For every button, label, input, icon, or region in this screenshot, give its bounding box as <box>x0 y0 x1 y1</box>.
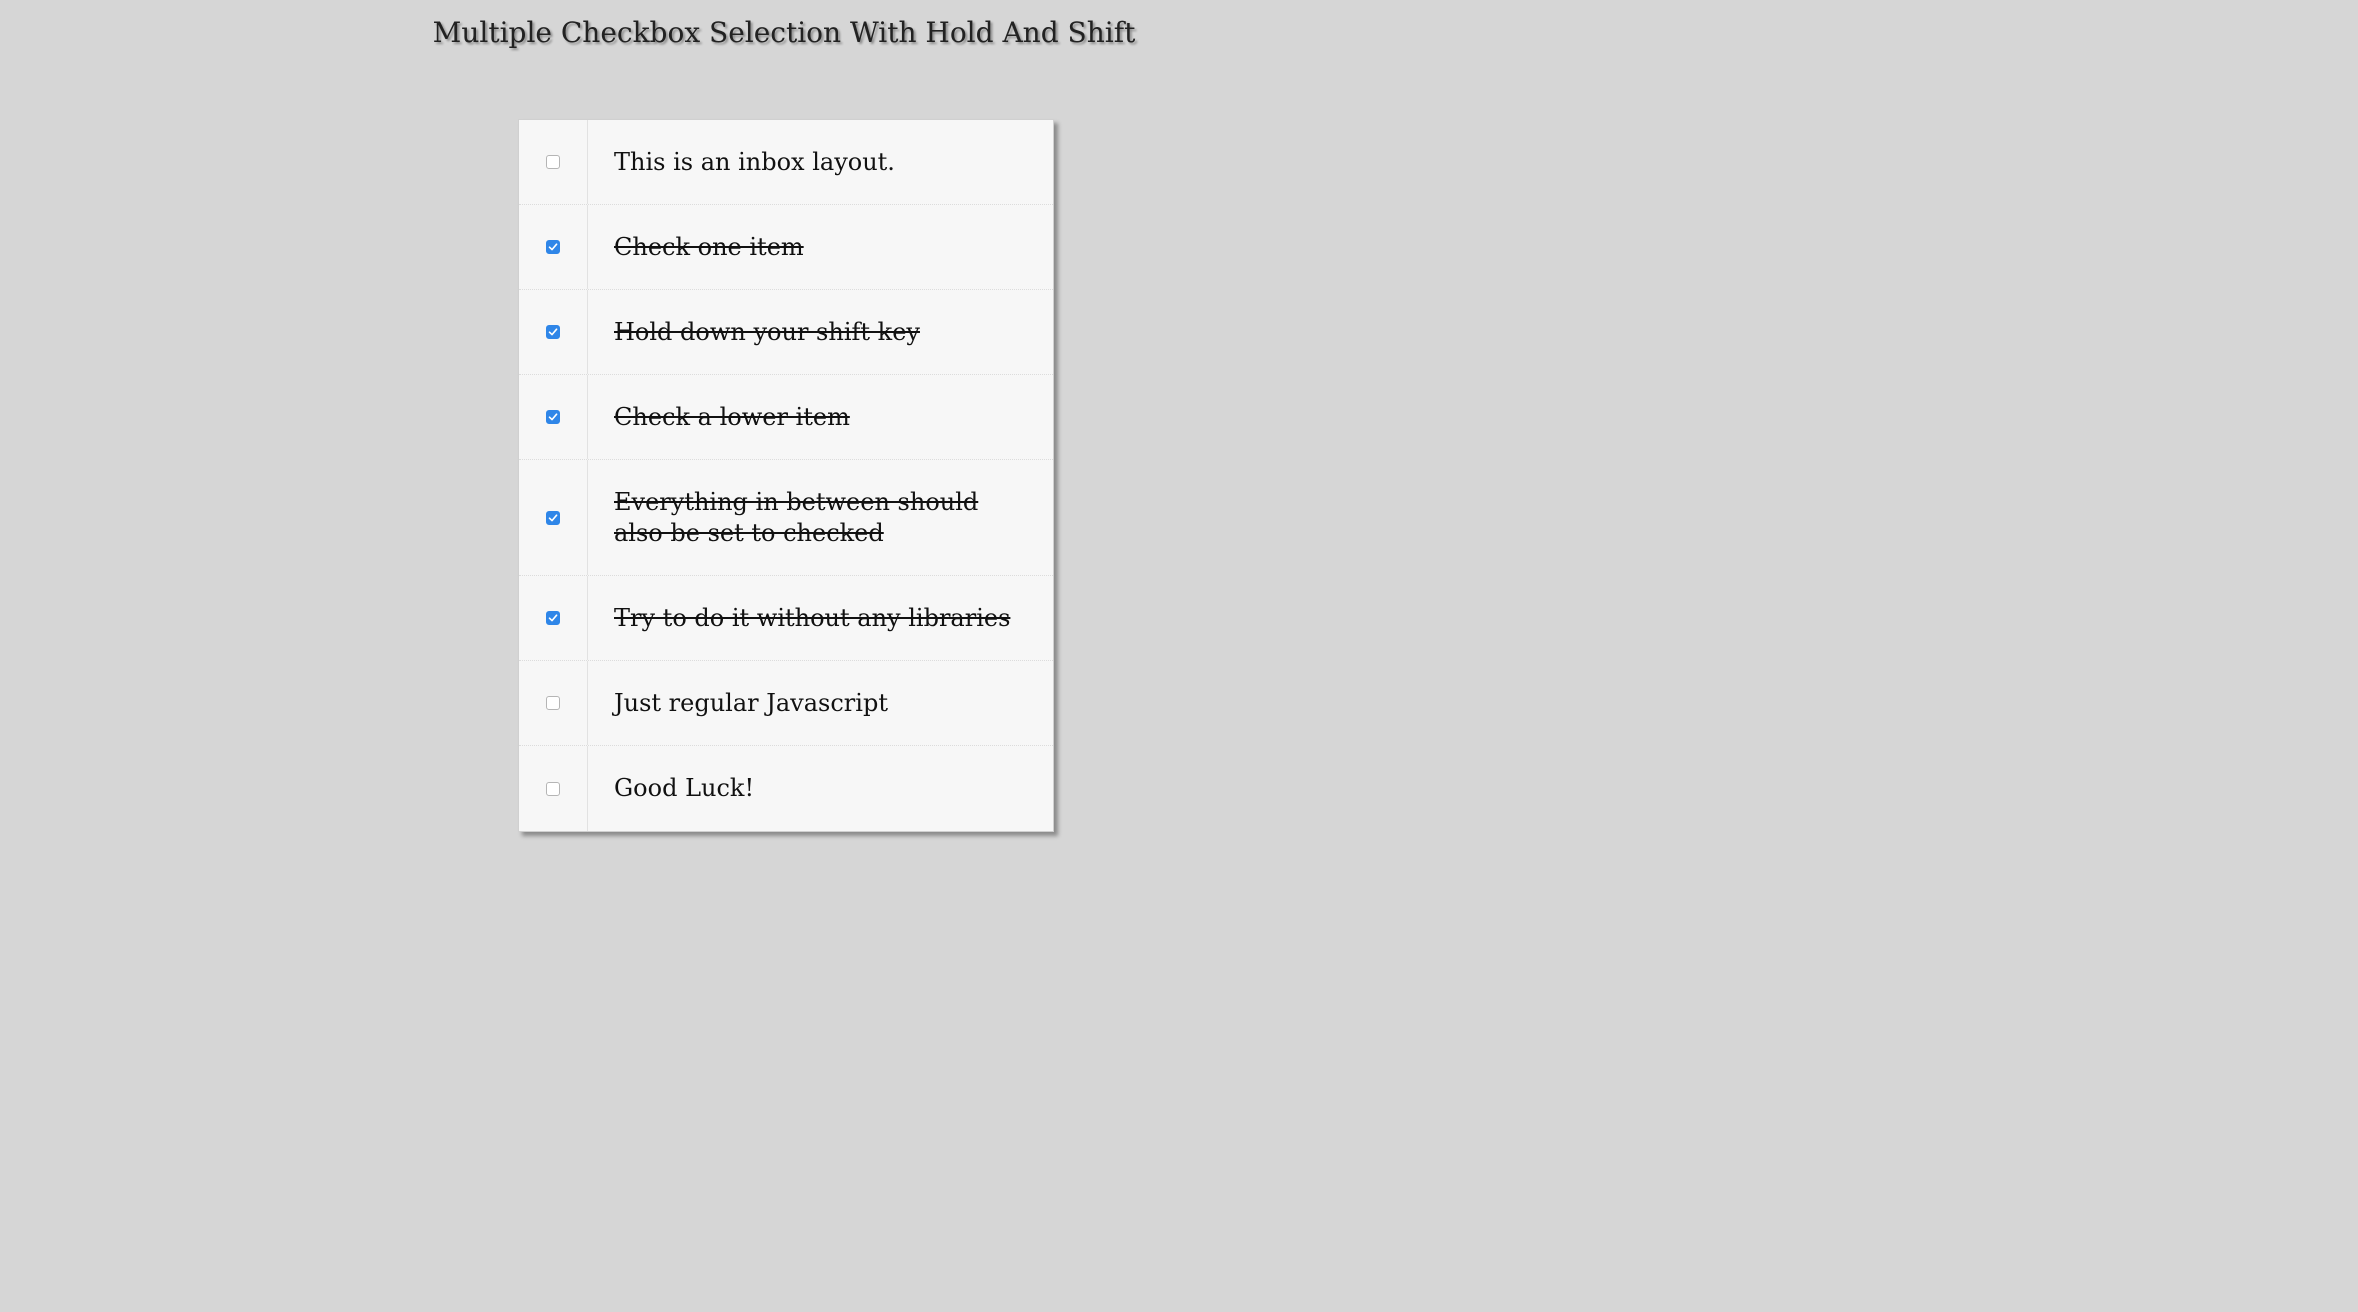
item-label: Check one item <box>614 232 804 261</box>
inbox-item: Hold down your shift key <box>519 290 1053 375</box>
checkbox-cell <box>519 375 588 459</box>
checkmark-icon <box>548 513 558 521</box>
checkbox-cell <box>519 746 588 831</box>
item-checkbox[interactable] <box>546 611 560 625</box>
item-label: Good Luck! <box>614 774 755 802</box>
inbox-item: Try to do it without any libraries <box>519 576 1053 661</box>
page-title: Multiple Checkbox Selection With Hold An… <box>432 16 1136 49</box>
item-label: Everything in between should also be set… <box>614 487 979 547</box>
checkbox-cell <box>519 290 588 374</box>
item-checkbox[interactable] <box>546 325 560 339</box>
item-checkbox[interactable] <box>546 781 560 796</box>
item-label: Hold down your shift key <box>614 317 920 346</box>
checkbox-cell <box>519 460 588 575</box>
item-label: Check a lower item <box>614 402 850 431</box>
checkbox-cell <box>519 661 588 745</box>
inbox-item: Good Luck! <box>519 746 1053 831</box>
item-label: This is an inbox layout. <box>614 147 895 176</box>
item-label: Just regular Javascript <box>614 688 888 717</box>
item-checkbox[interactable] <box>546 696 560 710</box>
item-label: Try to do it without any libraries <box>614 603 1011 632</box>
inbox-item: This is an inbox layout. <box>519 120 1053 205</box>
item-checkbox[interactable] <box>546 410 560 424</box>
checkmark-icon <box>548 614 558 622</box>
checkmark-icon <box>548 413 558 421</box>
checkmark-icon <box>548 243 558 251</box>
checkbox-cell <box>519 576 588 660</box>
checkmark-icon <box>548 328 558 336</box>
checkbox-cell <box>519 205 588 289</box>
inbox-item: Everything in between should also be set… <box>519 460 1053 576</box>
inbox-item: Check a lower item <box>519 375 1053 460</box>
item-checkbox[interactable] <box>546 510 560 525</box>
inbox-item: Check one item <box>519 205 1053 290</box>
checkbox-cell <box>519 120 588 204</box>
item-checkbox[interactable] <box>546 155 560 169</box>
item-checkbox[interactable] <box>546 240 560 254</box>
inbox-item: Just regular Javascript <box>519 661 1053 746</box>
